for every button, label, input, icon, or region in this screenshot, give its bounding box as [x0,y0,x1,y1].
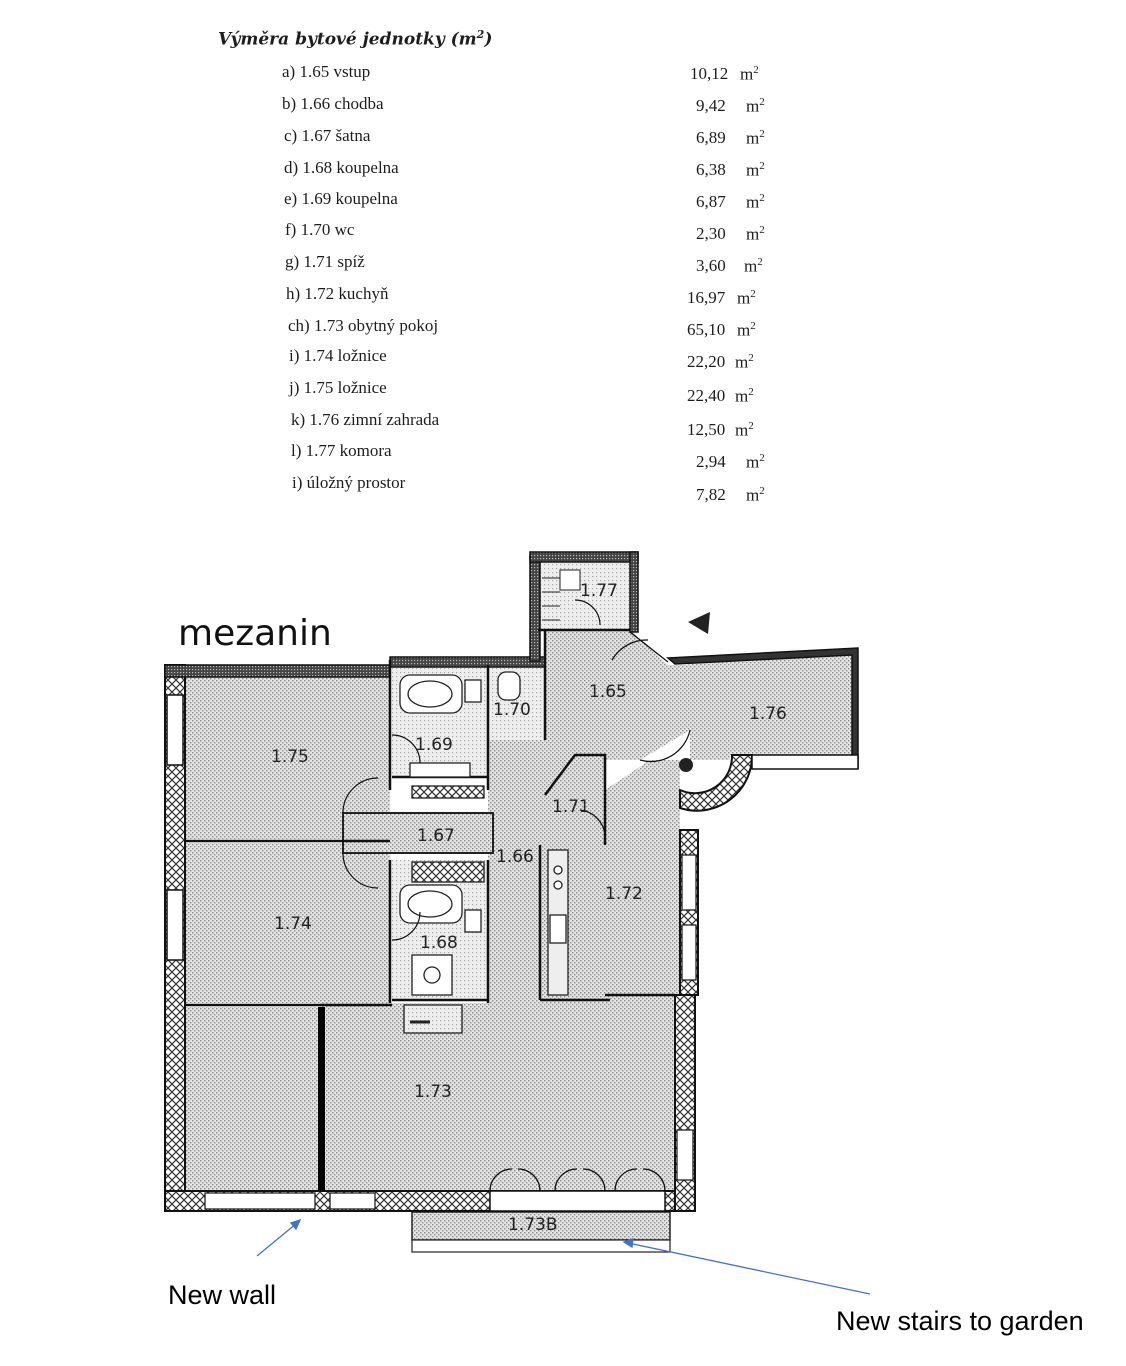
area-row-unit: m2 [737,288,756,308]
column [679,758,693,772]
wall-top-mid [389,656,546,668]
area-row-unit: m2 [746,452,765,472]
area-row-unit: m2 [746,485,765,505]
new-wall [318,1007,325,1191]
window-left-1 [166,694,184,766]
label-1-67: 1.67 [417,826,455,846]
area-row-label: e) 1.69 koupelna [284,189,398,208]
new-wall-note: New wall [168,1280,277,1310]
area-row-unit: m2 [746,96,765,116]
area-table-title: Výměra bytové jednotky (m2) [218,28,493,50]
area-row-unit: m2 [744,256,763,276]
label-1-72: 1.72 [605,884,643,904]
label-1-74: 1.74 [274,914,312,934]
area-row-value: 22,20 [687,352,726,371]
label-1-76: 1.76 [749,704,787,724]
label-1-73b: 1.73B [508,1215,558,1235]
room-1-74 [185,843,390,1003]
new-stairs-arrowhead [622,1238,634,1249]
area-row-value: 22,40 [687,386,726,405]
area-row-unit: m2 [735,352,754,372]
area-row-unit: m2 [746,192,765,212]
area-row-unit: m2 [735,420,754,440]
area-row-label: ch) 1.73 obytný pokoj [288,316,439,335]
room-new-left [185,1007,320,1191]
new-wall-arrowhead [289,1218,302,1231]
label-1-75: 1.75 [271,747,309,767]
room-1-67 [342,812,494,854]
door-arcs [342,599,691,941]
area-row-label: c) 1.67 šatna [284,126,371,145]
area-row-label: j) 1.75 ložnice [289,378,387,397]
area-row-label: l) 1.77 komora [291,441,392,460]
room-1-77 [538,562,633,630]
room-labels: 1.75 1.74 1.73 1.67 1.66 1.69 1.68 1.70 … [271,581,787,1235]
area-row-value: 2,94 [696,452,726,471]
wall-tower-right [629,551,639,633]
wall-tower-top [529,551,639,563]
area-row-value: 12,50 [687,420,726,439]
label-1-73: 1.73 [414,1082,452,1102]
area-row-value: 6,89 [696,128,726,147]
new-stairs-note: New stairs to garden [836,1306,1084,1336]
area-row-label: i) úložný prostor [292,473,406,492]
area-row-label: k) 1.76 zimní zahrada [291,410,440,429]
label-1-69: 1.69 [415,735,453,755]
window-right-3 [676,1129,694,1181]
entrance-door [611,631,669,663]
room-1-71 [545,755,605,845]
label-1-77: 1.77 [580,581,618,601]
label-1-66: 1.66 [496,847,534,867]
window-bottom-1 [204,1192,316,1210]
area-row-label: b) 1.66 chodba [282,94,384,113]
label-1-70: 1.70 [493,700,531,720]
area-row-unit: m2 [746,224,765,244]
terrace-doors [489,1190,666,1212]
area-row-label: i) 1.74 ložnice [289,346,387,365]
plan-title: mezanin [178,613,332,654]
area-row-unit: m2 [740,64,759,84]
area-row-value: 9,42 [696,96,726,115]
room-1-72 [545,760,680,995]
entrance-marker [688,612,710,634]
area-row-value: 10,12 [690,64,729,83]
area-row-value: 16,97 [687,288,726,307]
wall-top-left [164,664,391,678]
area-row-label: d) 1.68 koupelna [284,158,399,177]
area-row-value: 3,60 [696,256,726,275]
window-left-2 [166,889,184,961]
window-right-1 [681,854,697,911]
area-row-label: g) 1.71 spíž [285,252,365,271]
area-row-value: 2,30 [696,224,726,243]
wall-tower-left [529,555,541,662]
label-1-65: 1.65 [589,682,627,702]
area-row-unit: m2 [746,160,765,180]
room-1-65 [545,630,690,760]
annotation-arrows [256,1218,871,1295]
room-1-76 [675,650,858,768]
label-1-68: 1.68 [420,933,458,953]
area-row-value: 6,38 [696,160,726,179]
area-row-unit: m2 [746,128,765,148]
area-row-unit: m2 [737,320,756,340]
area-row-value: 7,82 [696,485,726,504]
area-row-unit: m2 [735,386,754,406]
terrace-step [411,1239,671,1253]
area-row-label: h) 1.72 kuchyň [286,284,389,303]
fixtures [399,671,569,1034]
window-1-76 [751,754,859,770]
label-1-71: 1.71 [552,797,590,817]
area-row-value: 6,87 [696,192,726,211]
area-row-value: 65,10 [687,320,726,339]
room-1-73 [320,860,675,1191]
area-row-label: f) 1.70 wc [285,220,355,239]
window-right-2 [681,924,697,981]
window-bottom-2 [329,1192,376,1210]
area-row-label: a) 1.65 vstup [282,62,371,81]
terrace-door-swings [489,1168,666,1192]
storage-shelves [542,569,581,621]
